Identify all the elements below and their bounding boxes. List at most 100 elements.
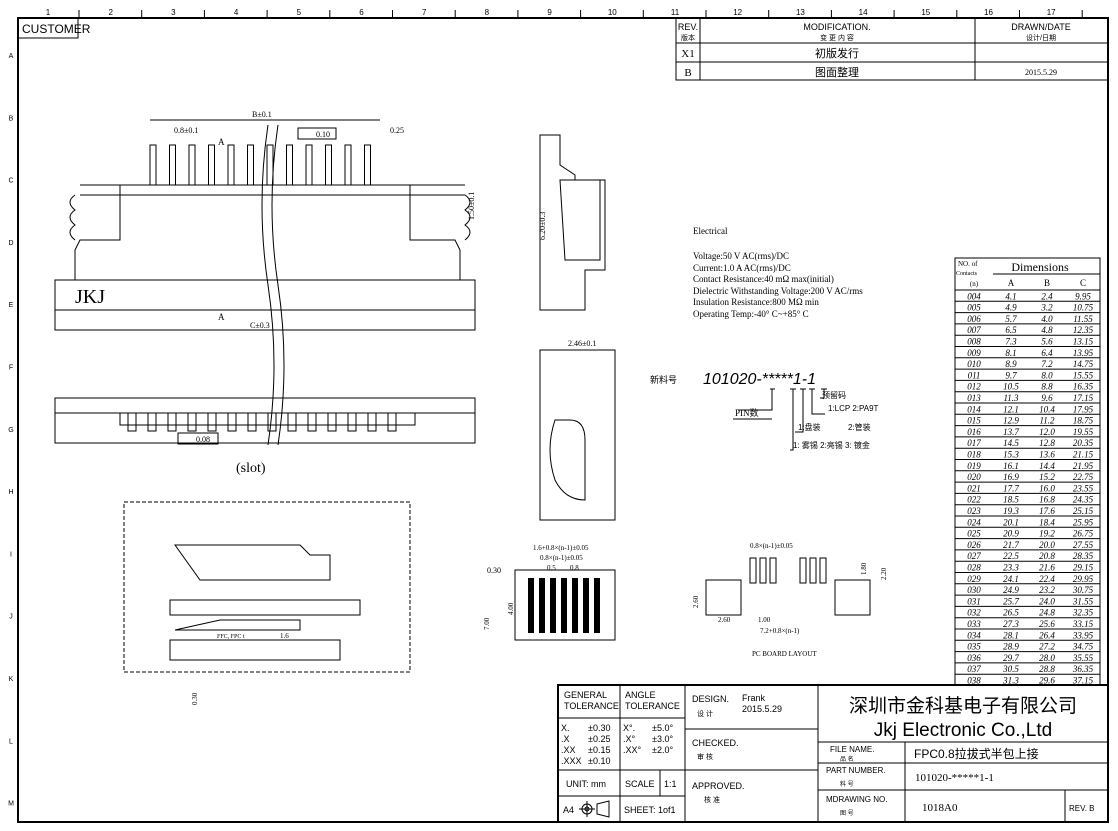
tolerance-key: .XXX: [561, 756, 582, 766]
dimension-cell: 17.15: [1073, 393, 1094, 403]
dimension-cell: 16.9: [1003, 472, 1019, 482]
angle-tolerance-label: TOLERANCE: [625, 701, 680, 711]
zone-column-label: 11: [671, 8, 680, 17]
dimension-cell: 9.7: [1005, 370, 1017, 380]
dimension-cell: 12.1: [1003, 404, 1019, 414]
drawing-no-label-cn: 图 号: [840, 810, 854, 817]
dimension-cell: 15.55: [1073, 370, 1094, 380]
contacts-cell: 033: [967, 619, 981, 629]
dimension-cell: 36.35: [1072, 664, 1094, 674]
dimension-cell: 14.5: [1003, 438, 1019, 448]
dimension-cell: 21.95: [1073, 461, 1094, 471]
dimension-cell: 10.4: [1039, 404, 1055, 414]
flatness-008: 0.08: [196, 435, 210, 444]
dimension-cell: 31.3: [1002, 676, 1019, 686]
tolerance-value: ±0.30: [588, 723, 610, 733]
zone-column-label: 8: [485, 8, 490, 17]
contacts-cell: 011: [968, 370, 981, 380]
dim-025: 0.25: [390, 126, 404, 135]
pc-board-layout: 0.8×(n-1)±0.05 1.80 2.20 2.60 2.60 1.00 …: [692, 542, 888, 658]
approved-label: APPROVED.: [692, 781, 745, 791]
contacts-cell: 016: [967, 427, 981, 437]
dimension-cell: 9.6: [1041, 393, 1053, 403]
scale-label: SCALE: [625, 779, 655, 789]
dimension-cell: 12.8: [1039, 438, 1055, 448]
dimension-cell: 15.3: [1003, 450, 1019, 460]
pin: [188, 144, 196, 186]
contacts-cell: 035: [967, 642, 981, 652]
dimension-cell: 22.5: [1003, 551, 1019, 561]
col-c-header: C: [1080, 278, 1086, 288]
flatness-010: 0.10: [316, 130, 330, 139]
dim-b: B±0.1: [252, 110, 272, 119]
dimension-cell: 23.55: [1073, 483, 1094, 493]
dimension-cell: 24.35: [1073, 495, 1094, 505]
contacts-cell: 024: [967, 517, 981, 527]
pin: [286, 144, 293, 186]
contacts-cell: 007: [967, 325, 981, 335]
paper-size: A4: [563, 805, 574, 815]
dimension-cell: 10.75: [1073, 303, 1094, 313]
drawn-date-header-cn: 设计/日期: [1026, 33, 1056, 42]
dimension-cell: 34.75: [1072, 642, 1094, 652]
contacts-cell: 023: [967, 506, 981, 516]
ffc-030: 0.30: [191, 692, 199, 705]
dimension-cell: 8.0: [1041, 370, 1053, 380]
dimension-cell: 26.4: [1039, 630, 1055, 640]
part-code-label: 新料号: [650, 374, 677, 385]
dimension-cell: 28.9: [1003, 642, 1019, 652]
pad-view: 1.6+0.8×(n-1)±0.05 0.8×(n-1)±0.05 0.5 0.…: [483, 544, 616, 641]
contacts-cell: 038: [967, 676, 981, 686]
dimension-cell: 10.5: [1003, 382, 1019, 392]
projection-symbol-icon: [579, 800, 610, 818]
dimension-cell: 22.4: [1039, 574, 1055, 584]
col-a-header: A: [1008, 278, 1015, 288]
pad-width: 0.5: [547, 564, 556, 572]
contacts-cell: 030: [967, 585, 981, 595]
bottom-view: 0.08 (slot): [54, 397, 476, 476]
contact-pad: [561, 578, 567, 633]
angle-tolerance-label: ANGLE: [625, 690, 656, 700]
dim-620: 6.20±0.3: [538, 212, 547, 240]
part-code: 101020-*****1-1: [703, 371, 816, 388]
dimension-cell: 11.3: [1003, 393, 1019, 403]
contacts-cell: 006: [967, 314, 981, 324]
zone-row-label: J: [9, 614, 13, 621]
dimension-cell: 25.95: [1073, 517, 1094, 527]
design-date: 2015.5.29: [742, 704, 782, 714]
pin: [305, 144, 313, 186]
pad-700: 7.00: [483, 617, 491, 630]
dimension-cell: 21.15: [1073, 450, 1094, 460]
pin: [227, 412, 237, 432]
spec-line: Operating Temp:-40° C~+85° C: [693, 309, 809, 319]
dimension-cell: 6.4: [1041, 348, 1053, 358]
unit: UNIT: mm: [566, 779, 606, 789]
pin: [149, 144, 157, 186]
dimension-cell: 28.8: [1039, 664, 1055, 674]
pin: [344, 144, 352, 186]
contacts-header: (n): [970, 280, 979, 288]
pcb-pad: [759, 557, 767, 584]
pin: [207, 412, 217, 432]
pcb-span: 0.8×(n-1)±0.05: [750, 542, 793, 550]
contacts-cell: 026: [967, 540, 981, 550]
slot-label: (slot): [236, 461, 266, 476]
zone-row-label: M: [8, 801, 14, 808]
dimension-cell: 29.7: [1003, 653, 1019, 663]
dimension-cell: 19.55: [1073, 427, 1094, 437]
design-label-cn: 设 计: [697, 709, 713, 718]
contacts-cell: 028: [967, 563, 981, 573]
contacts-cell: 025: [967, 529, 981, 539]
zone-column-label: 3: [171, 8, 176, 17]
dimension-cell: 4.1: [1005, 291, 1016, 301]
dimension-cell: 32.35: [1072, 608, 1094, 618]
contact-pad: [572, 578, 578, 633]
dimensions-title: Dimensions: [1011, 260, 1069, 274]
zone-row-label: E: [9, 302, 14, 309]
dimension-cell: 14.75: [1073, 359, 1094, 369]
rev-cell: B: [684, 67, 691, 79]
dimension-cell: 26.5: [1003, 608, 1019, 618]
dimension-cell: 7.2: [1041, 359, 1053, 369]
scale-value: 1:1: [664, 779, 677, 789]
zone-column-label: 12: [733, 8, 742, 17]
